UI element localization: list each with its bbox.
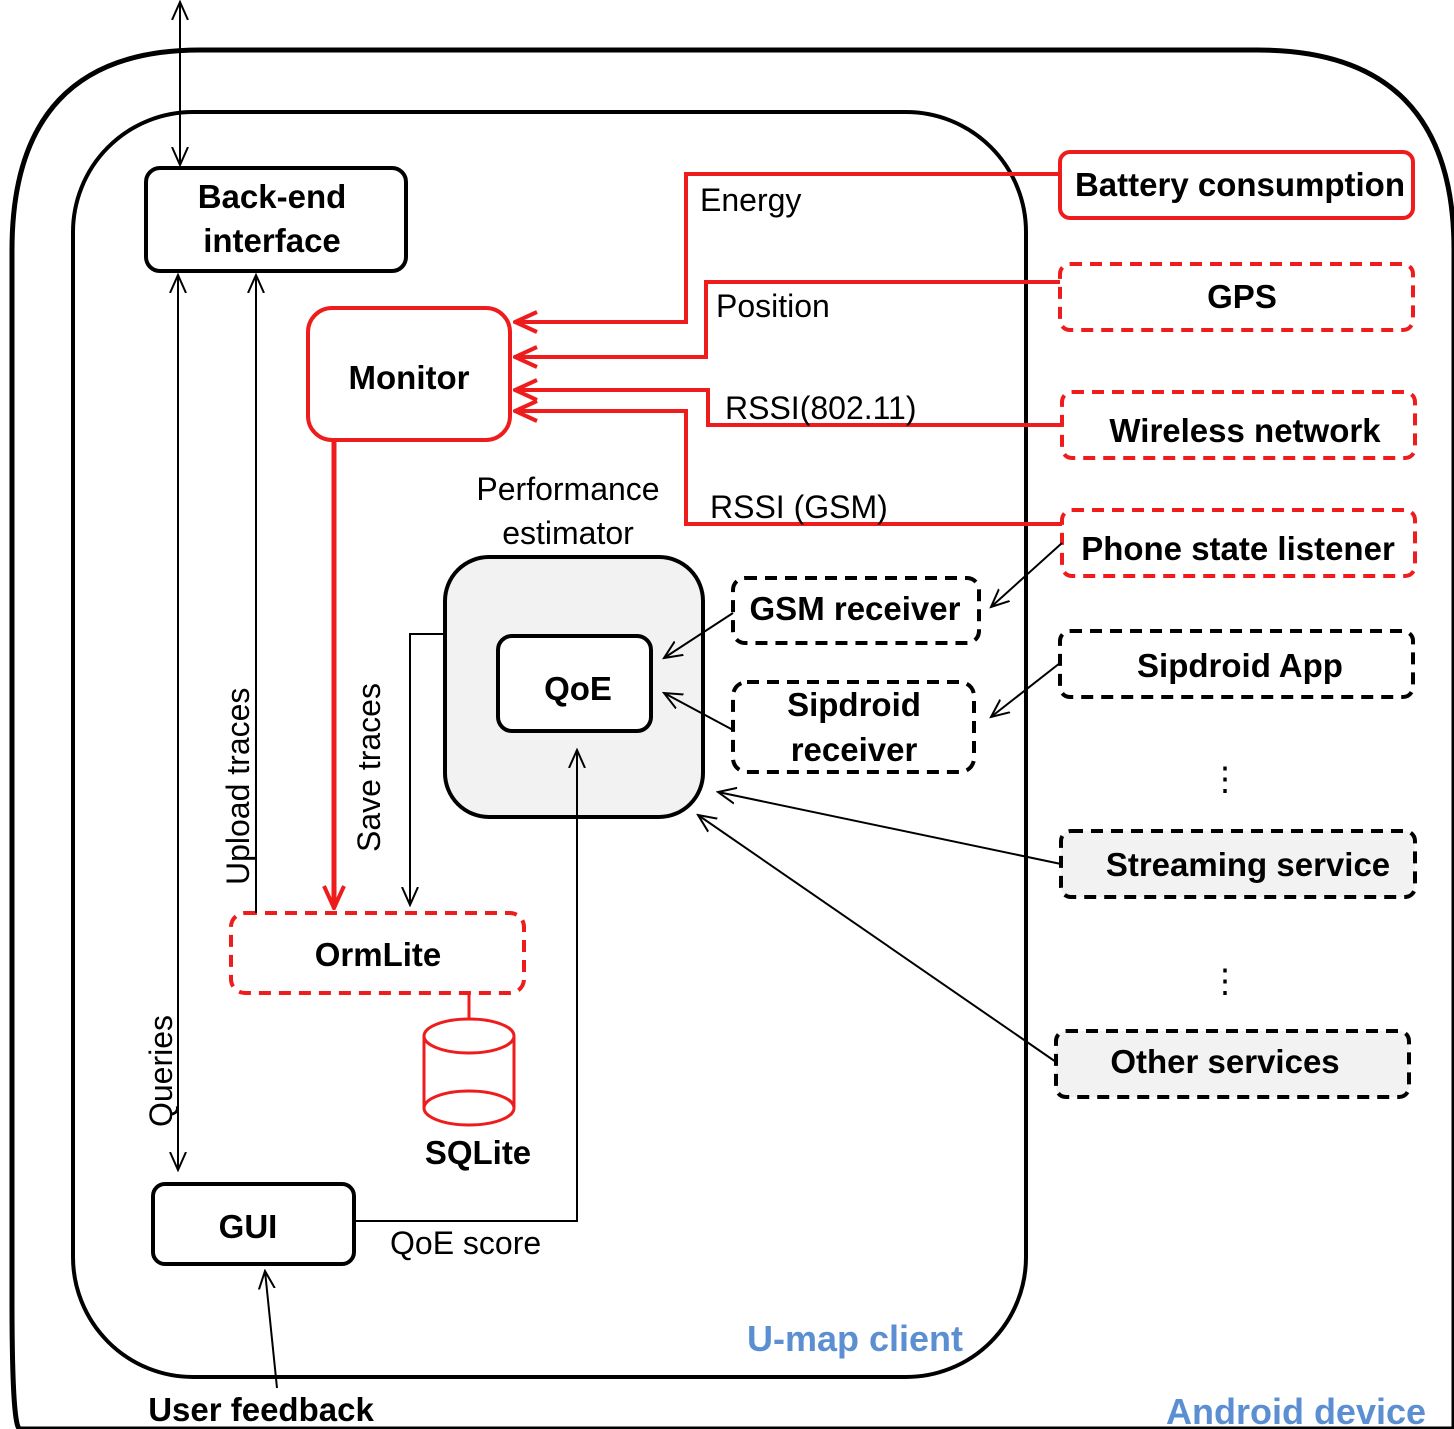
gsm-receiver-label: GSM receiver (750, 590, 961, 627)
other-services-label: Other services (1110, 1043, 1339, 1080)
streaming-service-label: Streaming service (1106, 846, 1390, 883)
sipdroid-receiver-box (731, 680, 976, 774)
phone-state-to-gsm-receiver-arrow (991, 542, 1063, 607)
rssi-80211-line (515, 390, 1062, 427)
ormlite-label: OrmLite (315, 936, 442, 973)
qoe-score-arrow (356, 750, 577, 1222)
ormlite-sqlite-link (462, 991, 471, 1022)
backend-interface-box (144, 166, 408, 273)
gsm-receiver-box (731, 576, 981, 645)
qoe-label: QoE (544, 670, 612, 707)
backend-interface-label-line1: Back-end (198, 178, 347, 215)
ellipsis-1: ⋮ (1209, 760, 1242, 797)
qoe-score-label: QoE score (390, 1225, 541, 1261)
upload-traces-label: Upload traces (220, 688, 256, 885)
streaming-to-estimator-arrow (718, 792, 1062, 865)
performance-estimator-label-line1: Performance (476, 471, 659, 507)
sqlite-cylinder (422, 1017, 516, 1127)
monitor-label: Monitor (349, 359, 470, 396)
energy-line (515, 172, 1060, 322)
other-services-to-estimator-arrow (698, 815, 1057, 1063)
sipdroid-receiver-label-line2: receiver (791, 731, 918, 768)
sqlite-label: SQLite (425, 1134, 531, 1171)
monitor-box (306, 306, 512, 442)
energy-label: Energy (700, 182, 801, 218)
sipdroid-app-label: Sipdroid App (1137, 647, 1343, 684)
queries-label: Queries (143, 1015, 179, 1127)
other-services-box (1054, 1029, 1411, 1099)
ellipsis-2: ⋮ (1209, 962, 1242, 999)
sipdroid-app-to-receiver-arrow (991, 662, 1061, 717)
sipdroid-receiver-label-line1: Sipdroid (787, 686, 921, 723)
rssi-gsm-line (515, 411, 1062, 526)
android-device-label: Android device (1166, 1391, 1426, 1429)
umap-client-label: U-map client (747, 1318, 963, 1359)
gui-box (151, 1182, 356, 1266)
save-traces-label: Save traces (351, 683, 387, 852)
wireless-network-label: Wireless network (1109, 412, 1381, 449)
user-feedback-arrow (265, 1271, 278, 1389)
save-traces-arrow (410, 633, 445, 905)
gui-label: GUI (219, 1208, 278, 1245)
gps-box (1058, 262, 1415, 332)
ormlite-box (229, 911, 526, 995)
position-line (515, 280, 1060, 357)
performance-estimator-label-line2: estimator (502, 515, 634, 551)
gsm-receiver-to-qoe-arrow (664, 612, 734, 658)
sipdroid-receiver-to-qoe-arrow (664, 693, 734, 731)
gps-label: GPS (1207, 278, 1277, 315)
umap-client-container (71, 110, 1028, 1379)
qoe-box (496, 634, 653, 733)
user-feedback-label: User feedback (148, 1391, 374, 1428)
battery-consumption-label: Battery consumption (1075, 166, 1405, 203)
backend-interface-label-line2: interface (203, 222, 341, 259)
rssi-80211-label: RSSI(802.11) (725, 390, 917, 426)
android-device-container (9, 47, 1454, 1429)
rssi-gsm-label: RSSI (GSM) (710, 489, 888, 525)
battery-consumption-box (1058, 150, 1415, 220)
position-label: Position (716, 288, 830, 324)
phone-state-listener-label: Phone state listener (1081, 530, 1395, 567)
